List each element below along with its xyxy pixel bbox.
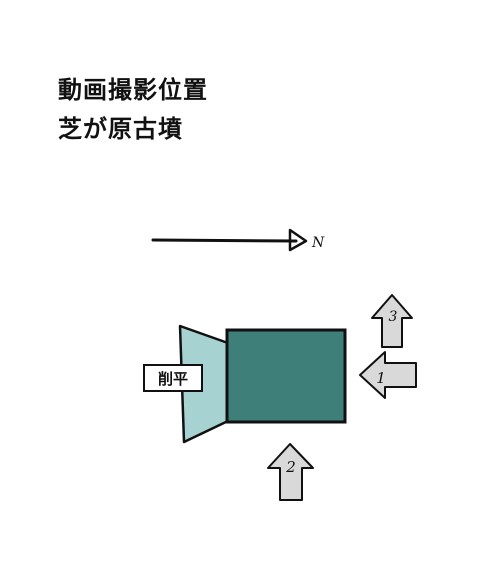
north-arrow: N bbox=[151, 228, 325, 252]
north-label: N bbox=[311, 235, 325, 251]
square-mound bbox=[225, 328, 347, 424]
viewpoint-1-number: 1 bbox=[376, 369, 386, 387]
title-line-2: 芝が原古墳 bbox=[58, 114, 183, 143]
viewpoint-3-number: 3 bbox=[389, 309, 398, 325]
viewpoint-2-arrow: 2 bbox=[267, 443, 314, 501]
cut-label-box: 削平 bbox=[143, 364, 203, 392]
viewpoint-3-arrow: 3 bbox=[371, 294, 413, 348]
viewpoint-1-arrow: 1 bbox=[359, 351, 417, 399]
cut-label: 削平 bbox=[158, 370, 188, 388]
viewpoint-2-number: 2 bbox=[285, 458, 296, 476]
title-line-1: 動画撮影位置 bbox=[58, 75, 208, 104]
